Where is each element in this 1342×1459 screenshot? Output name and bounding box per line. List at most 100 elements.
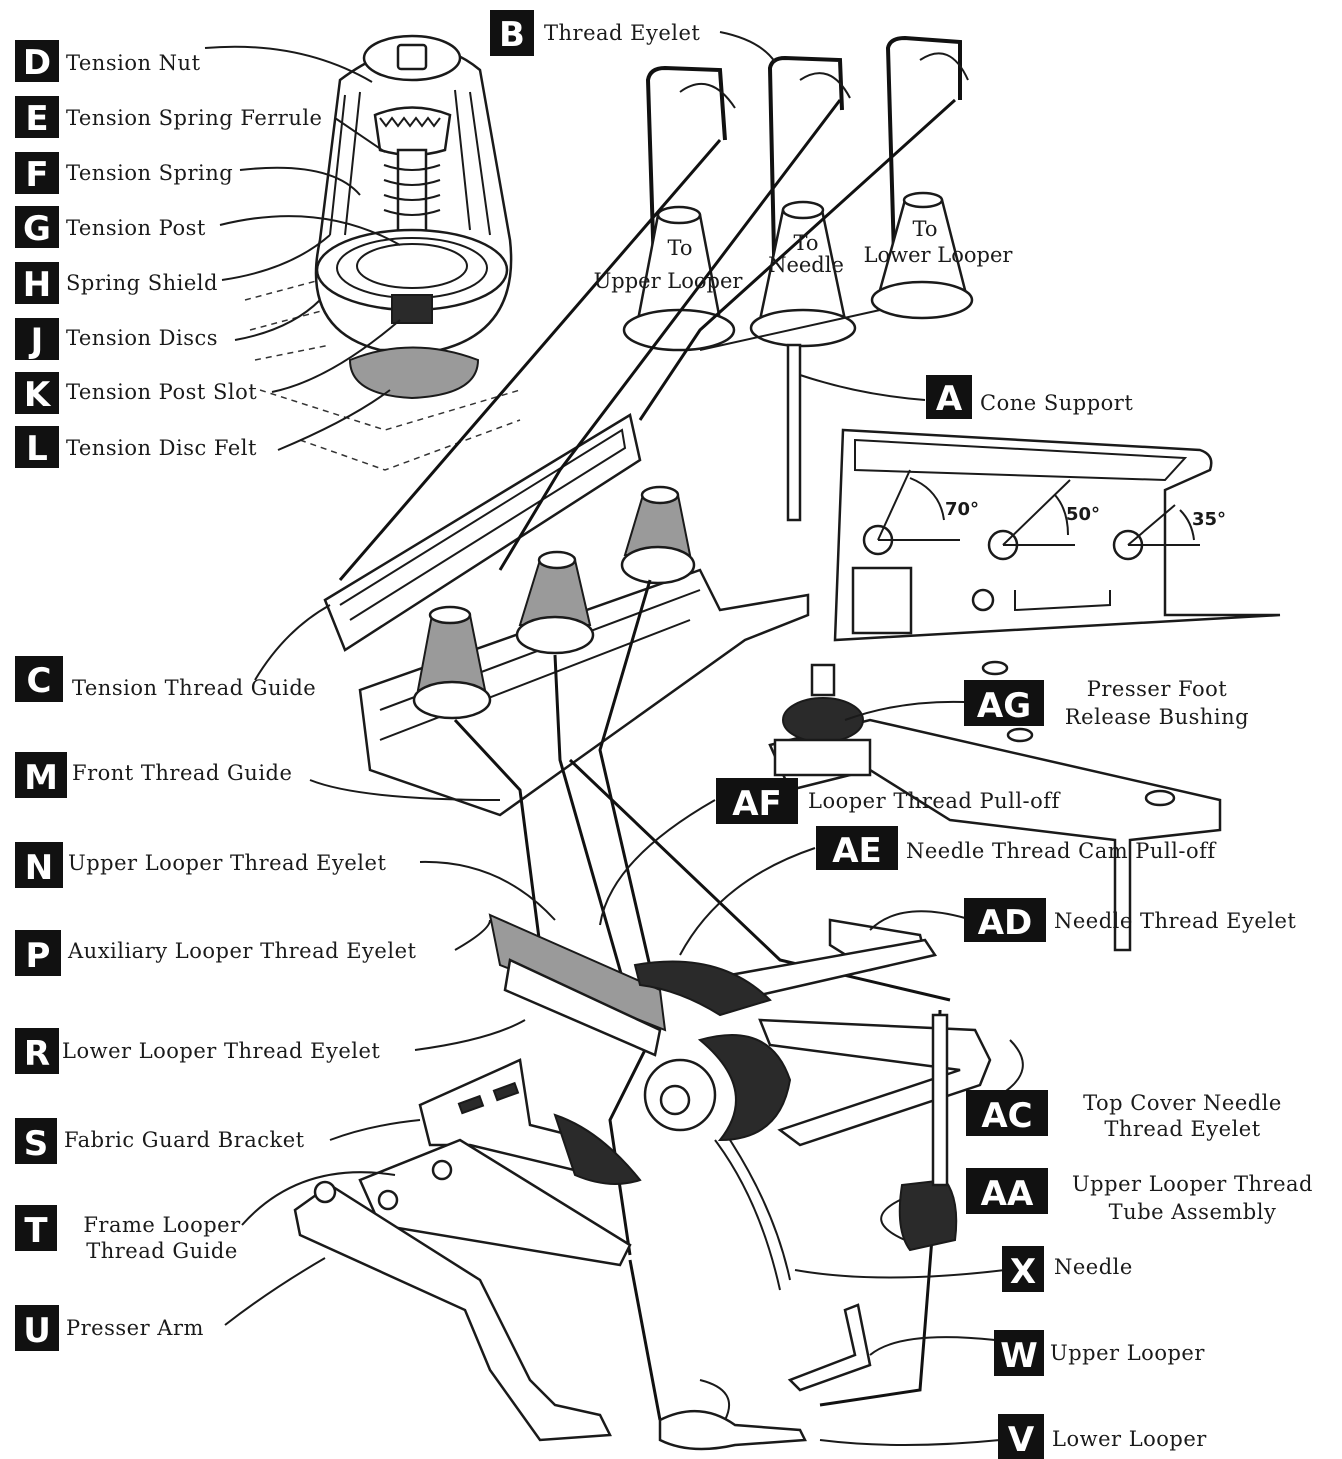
svg-text:Front Thread Guide: Front Thread Guide	[72, 761, 292, 785]
callout-R: R Lower Looper Thread Eyelet	[15, 1028, 380, 1074]
svg-text:Tension Spring Ferrule: Tension Spring Ferrule	[66, 106, 323, 130]
svg-text:Needle: Needle	[1054, 1255, 1133, 1279]
leader-lines	[204, 31, 1024, 1446]
svg-text:Tension Spring: Tension Spring	[66, 161, 233, 185]
svg-text:Cone Support: Cone Support	[980, 391, 1133, 415]
svg-text:AF: AF	[732, 784, 782, 824]
tension-assembly-illustration	[244, 34, 521, 471]
svg-text:T: T	[24, 1211, 48, 1251]
cone-upper-looper-to: To	[667, 236, 692, 260]
cone-lower-looper-to: To	[912, 217, 937, 241]
svg-text:Fabric Guard Bracket: Fabric Guard Bracket	[64, 1128, 305, 1152]
callout-T: T Frame Looper Thread Guide	[15, 1205, 241, 1263]
svg-text:A: A	[936, 379, 963, 419]
svg-text:Needle Thread Cam Pull-off: Needle Thread Cam Pull-off	[906, 839, 1217, 863]
svg-text:K: K	[24, 375, 52, 415]
svg-text:L: L	[26, 429, 48, 469]
svg-text:W: W	[1000, 1336, 1038, 1376]
callout-A: A Cone Support	[926, 375, 1133, 419]
svg-text:U: U	[23, 1311, 51, 1351]
callout-X: X Needle	[1002, 1246, 1133, 1292]
callout-M: M Front Thread Guide	[15, 752, 292, 798]
svg-text:E: E	[25, 99, 48, 139]
svg-text:AG: AG	[977, 686, 1031, 726]
callout-AA: AA Upper Looper Thread Tube Assembly	[966, 1168, 1313, 1224]
svg-text:Looper Thread Pull-off: Looper Thread Pull-off	[808, 789, 1062, 813]
svg-text:Presser Arm: Presser Arm	[66, 1316, 204, 1340]
svg-text:S: S	[24, 1124, 49, 1164]
callout-P: P Auxiliary Looper Thread Eyelet	[15, 930, 416, 976]
callout-T-label: Frame Looper Thread Guide	[83, 1213, 241, 1263]
svg-text:Tension Disc Felt: Tension Disc Felt	[66, 436, 257, 460]
svg-text:P: P	[26, 936, 51, 976]
cone-lower-looper-dest: Lower Looper	[864, 243, 1014, 267]
callout-S: S Fabric Guard Bracket	[15, 1118, 305, 1164]
svg-text:Lower Looper Thread Eyelet: Lower Looper Thread Eyelet	[62, 1039, 380, 1063]
machine-body-illustration	[726, 660, 1222, 997]
cone-upper-looper-dest: Upper Looper	[594, 269, 744, 293]
callout-N: N Upper Looper Thread Eyelet	[15, 842, 386, 888]
callout-AG: AG Presser Foot Release Bushing	[964, 677, 1250, 729]
callout-K: K Tension Post Slot	[15, 372, 257, 415]
callout-D: D Tension Nut	[15, 40, 201, 83]
callout-G: G Tension Post	[15, 206, 206, 249]
callout-AG-label: Presser Foot Release Bushing	[1064, 677, 1250, 729]
svg-text:AE: AE	[832, 831, 882, 871]
svg-text:V: V	[1008, 1420, 1035, 1459]
cone-labels: To Upper Looper To Needle To Lower Loope…	[594, 217, 1014, 293]
angle-70: 70°	[945, 499, 979, 520]
svg-text:Auxiliary Looper Thread Eyelet: Auxiliary Looper Thread Eyelet	[67, 939, 416, 963]
cone-needle-dest: Needle	[768, 253, 844, 277]
callout-W: W Upper Looper	[994, 1330, 1205, 1376]
tension-bar-illustration	[323, 413, 810, 817]
svg-text:H: H	[23, 265, 51, 305]
svg-text:F: F	[25, 155, 48, 195]
callout-B: B Thread Eyelet	[490, 10, 700, 56]
svg-text:Tension Discs: Tension Discs	[66, 326, 218, 350]
angle-labels: 70° 50° 35°	[945, 499, 1226, 530]
cone-stand-illustration	[622, 35, 974, 522]
callout-L: L Tension Disc Felt	[15, 426, 257, 469]
svg-text:D: D	[23, 43, 51, 83]
callout-H: H Spring Shield	[15, 262, 218, 305]
angle-50: 50°	[1066, 504, 1100, 525]
callout-E: E Tension Spring Ferrule	[15, 96, 323, 139]
svg-text:Upper Looper: Upper Looper	[1050, 1341, 1205, 1365]
callout-J: J Tension Discs	[15, 318, 218, 361]
callout-F: F Tension Spring	[15, 152, 233, 195]
callout-AA-label: Upper Looper Thread Tube Assembly	[1071, 1172, 1313, 1224]
callout-U: U Presser Arm	[15, 1305, 204, 1351]
callout-AD: AD Needle Thread Eyelet	[964, 898, 1296, 943]
svg-text:Tension Post Slot: Tension Post Slot	[66, 380, 257, 404]
svg-text:AC: AC	[981, 1096, 1032, 1136]
cone-needle-to: To	[793, 231, 818, 255]
svg-text:Thread Eyelet: Thread Eyelet	[544, 21, 700, 45]
svg-text:G: G	[23, 209, 51, 249]
callout-AF: AF Looper Thread Pull-off	[716, 778, 1062, 824]
svg-text:X: X	[1010, 1252, 1036, 1292]
angle-plate-illustration	[833, 428, 1281, 642]
svg-text:C: C	[27, 661, 52, 701]
callout-C: C Tension Thread Guide	[15, 656, 316, 702]
svg-text:N: N	[25, 848, 53, 888]
svg-text:Spring Shield: Spring Shield	[66, 271, 218, 295]
svg-text:J: J	[29, 321, 44, 361]
svg-text:Tension Thread Guide: Tension Thread Guide	[72, 676, 316, 700]
callout-AC: AC Top Cover Needle Thread Eyelet	[966, 1090, 1282, 1141]
svg-text:AD: AD	[978, 903, 1033, 943]
svg-text:Tension Post: Tension Post	[66, 216, 206, 240]
svg-text:M: M	[24, 758, 58, 798]
thread-paths	[338, 98, 957, 1421]
svg-text:AA: AA	[981, 1174, 1034, 1214]
svg-text:Tension Nut: Tension Nut	[66, 51, 201, 75]
svg-text:R: R	[24, 1034, 50, 1074]
svg-text:Needle Thread Eyelet: Needle Thread Eyelet	[1054, 909, 1296, 933]
callout-V: V Lower Looper	[998, 1414, 1207, 1459]
svg-text:B: B	[499, 15, 525, 55]
looper-mechanism-illustration	[488, 913, 992, 1451]
presser-arm-illustration	[293, 1058, 642, 1442]
callout-AC-label: Top Cover Needle Thread Eyelet	[1083, 1091, 1282, 1141]
svg-text:Upper Looper Thread Eyelet: Upper Looper Thread Eyelet	[68, 851, 386, 875]
callout-AE: AE Needle Thread Cam Pull-off	[816, 826, 1217, 871]
